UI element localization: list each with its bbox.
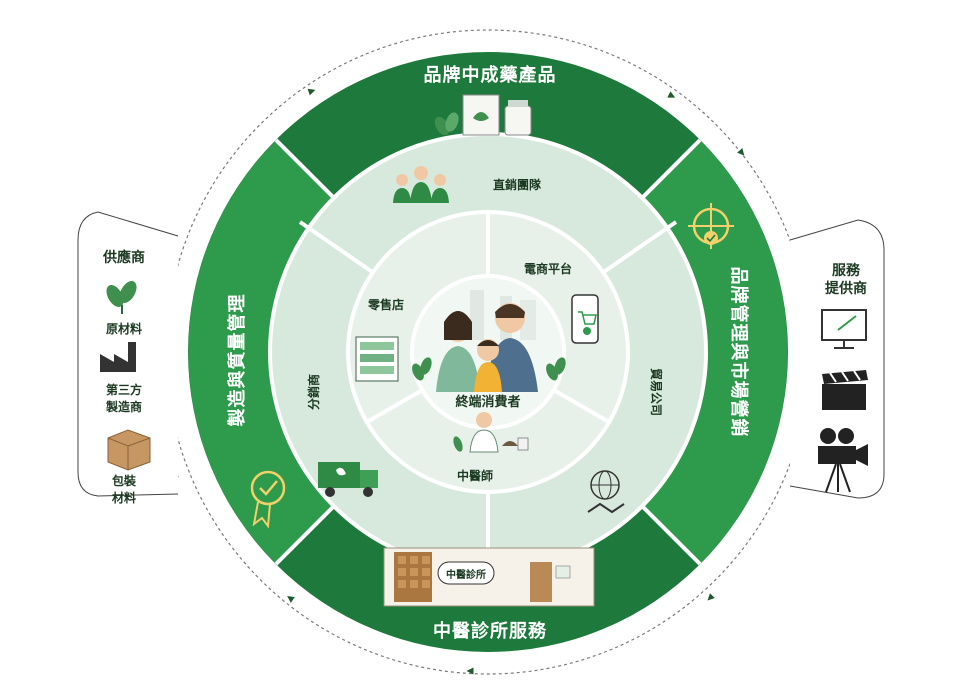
clapperboard-icon xyxy=(822,370,868,410)
inner-label-retail: 零售店 xyxy=(367,297,404,312)
quality-award-icon xyxy=(250,470,286,529)
store-shelf-icon xyxy=(355,336,399,382)
outer-label-bottom: 中醫診所服務 xyxy=(433,620,547,642)
plant-icon xyxy=(412,357,566,381)
inner-label-tcm-doctor: 中醫師 xyxy=(457,468,493,483)
supplier-item-third-party: 第三方 xyxy=(106,382,142,397)
middle-label-distribution: 分銷商 xyxy=(306,374,321,410)
family-illustration xyxy=(436,290,538,392)
supplier-item-manufacturer: 製造商 xyxy=(105,399,142,414)
doctor-icon xyxy=(453,412,529,453)
medicine-products-icon xyxy=(434,94,532,136)
center-label: 終端消費者 xyxy=(455,394,520,410)
clinic-building-icon xyxy=(383,547,595,607)
service-title-line1: 服務 xyxy=(832,262,861,279)
supplier-item-packaging: 包裝 xyxy=(111,473,137,488)
inner-label-ecommerce: 電商平台 xyxy=(524,261,572,276)
middle-label-direct-sales: 直銷團隊 xyxy=(493,177,542,192)
outer-label-right: 品牌管理與市場營銷 xyxy=(728,267,750,438)
sprout-icon xyxy=(106,281,137,314)
factory-icon xyxy=(100,342,136,372)
package-box-icon xyxy=(107,429,151,471)
film-camera-icon xyxy=(818,428,868,493)
outer-label-left: 製造與質量管理 xyxy=(226,294,248,428)
smartphone-cart-icon xyxy=(571,294,599,344)
supplier-item-raw-materials: 原材料 xyxy=(106,321,142,336)
service-provider-panel xyxy=(789,219,885,499)
globe-handshake-icon xyxy=(587,470,625,514)
target-team-icon xyxy=(688,203,734,249)
middle-label-trading: 貿易公司 xyxy=(649,368,664,416)
team-people-icon xyxy=(393,166,449,203)
supplier-title: 供應商 xyxy=(102,249,145,266)
supplier-item-materials: 材料 xyxy=(111,490,136,505)
service-title-line2: 提供商 xyxy=(825,280,867,297)
delivery-truck-icon xyxy=(318,462,378,497)
outer-label-top: 品牌中成藥產品 xyxy=(424,64,557,86)
clinic-sign-label: 中醫診所 xyxy=(446,568,486,581)
design-monitor-icon xyxy=(821,309,867,349)
